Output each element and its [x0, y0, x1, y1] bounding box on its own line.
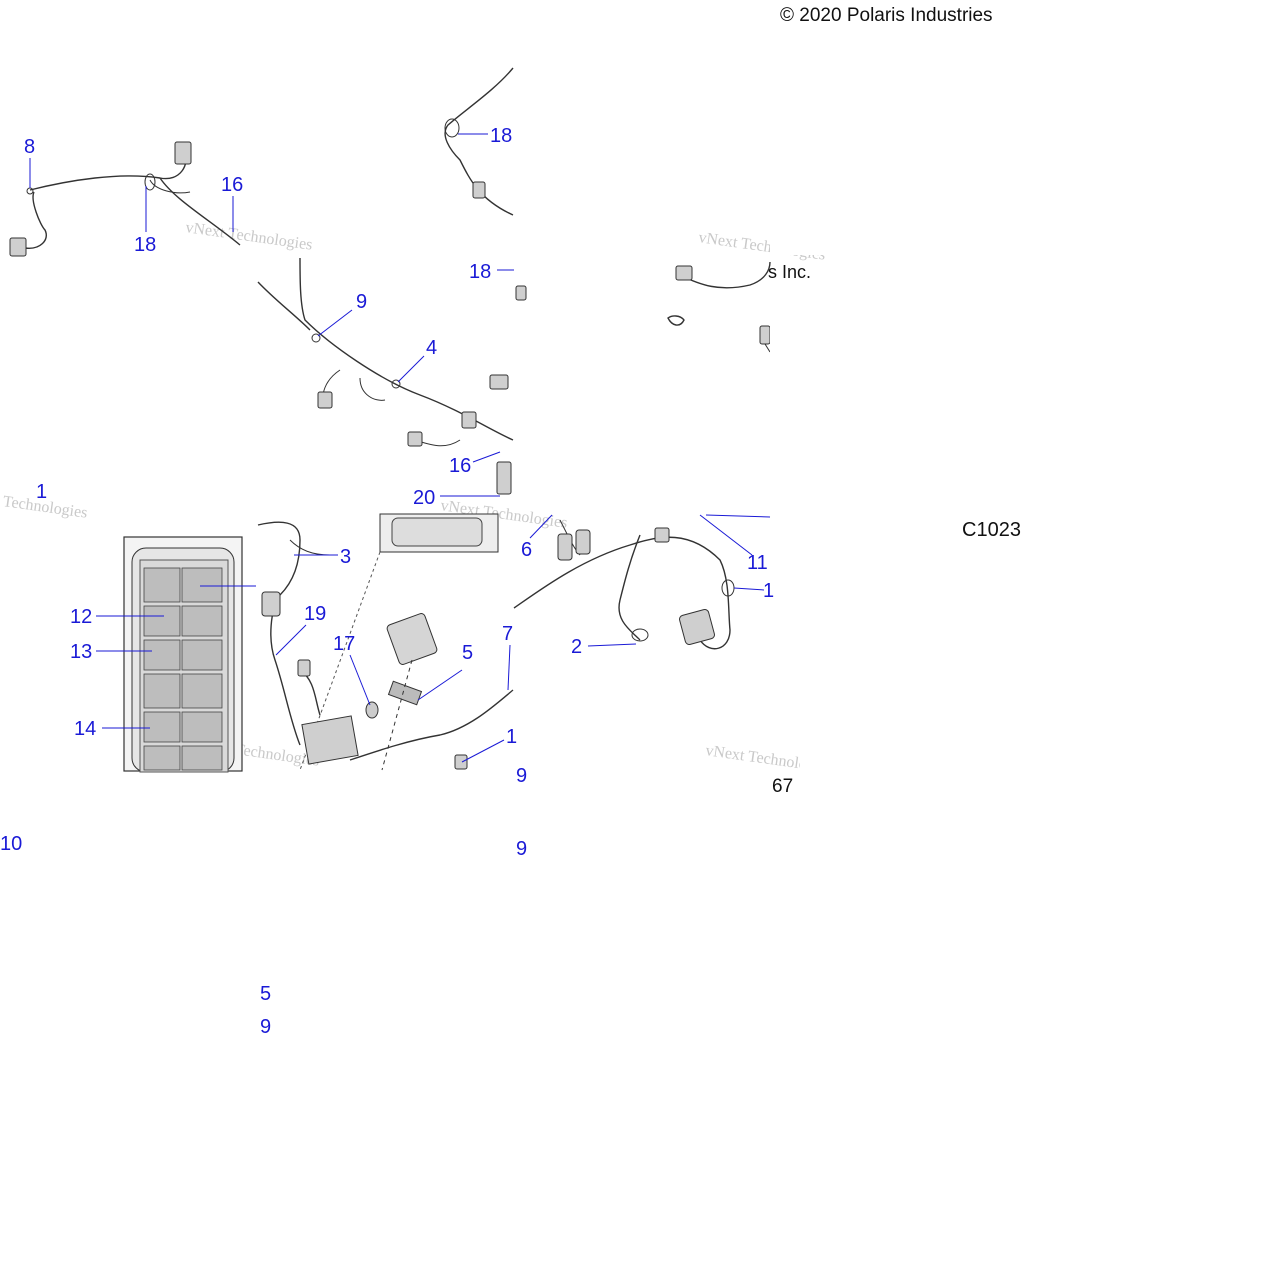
callout-18-mid: 18 — [469, 261, 491, 283]
callout-5: 5 — [462, 642, 473, 664]
callout-20: 20 — [413, 487, 435, 509]
callout-10: 10 — [0, 833, 22, 855]
callout-11: 11 — [747, 552, 768, 574]
callout-1-right: 1 — [763, 580, 774, 602]
callout-19: 19 — [304, 603, 326, 625]
callout-9: 9 — [356, 291, 367, 313]
callout-16-top: 16 — [221, 174, 243, 196]
callout-9-bottom: 9 — [260, 1016, 271, 1038]
rear-harness — [9, 141, 241, 257]
callout-16-mid: 16 — [449, 455, 471, 477]
figure-code: C1023 — [962, 519, 1021, 541]
callout-3: 3 — [340, 546, 351, 568]
callout-1-center: 1 — [506, 726, 517, 748]
callout-2: 2 — [571, 636, 582, 658]
auxiliary-harness — [667, 261, 771, 353]
callout-12: 12 — [70, 606, 92, 628]
front-harness-upper — [257, 67, 527, 497]
callouts: 8 16 18 18 18 9 4 16 20 1 3 19 17 5 7 12… — [0, 125, 774, 1038]
callout-9-partial: 9 — [516, 765, 527, 787]
callout-18-left: 18 — [134, 234, 156, 256]
callout-5-lower: 5 — [260, 983, 271, 1005]
callout-18-upper: 18 — [490, 125, 512, 147]
callout-13: 13 — [70, 641, 92, 663]
copyright-text: © 2020 Polaris Industries — [780, 5, 993, 26]
callout-4: 4 — [426, 337, 437, 359]
callout-6: 6 — [521, 539, 532, 561]
watermark-1: vNext Technologies — [184, 219, 313, 254]
callout-17: 17 — [333, 633, 355, 655]
module-detail — [257, 513, 514, 771]
callout-9-lower: 9 — [516, 838, 527, 860]
front-harness-lower — [513, 514, 771, 650]
copyright-fragment: s Inc. — [768, 262, 811, 282]
fuse-box-detail — [96, 536, 256, 773]
callout-8: 8 — [24, 136, 35, 158]
page-fragment: 67 — [772, 776, 793, 797]
callout-14: 14 — [74, 718, 96, 740]
callout-7: 7 — [502, 623, 513, 645]
fuse-rows — [143, 567, 223, 771]
callout-1-left: 1 — [36, 481, 47, 503]
